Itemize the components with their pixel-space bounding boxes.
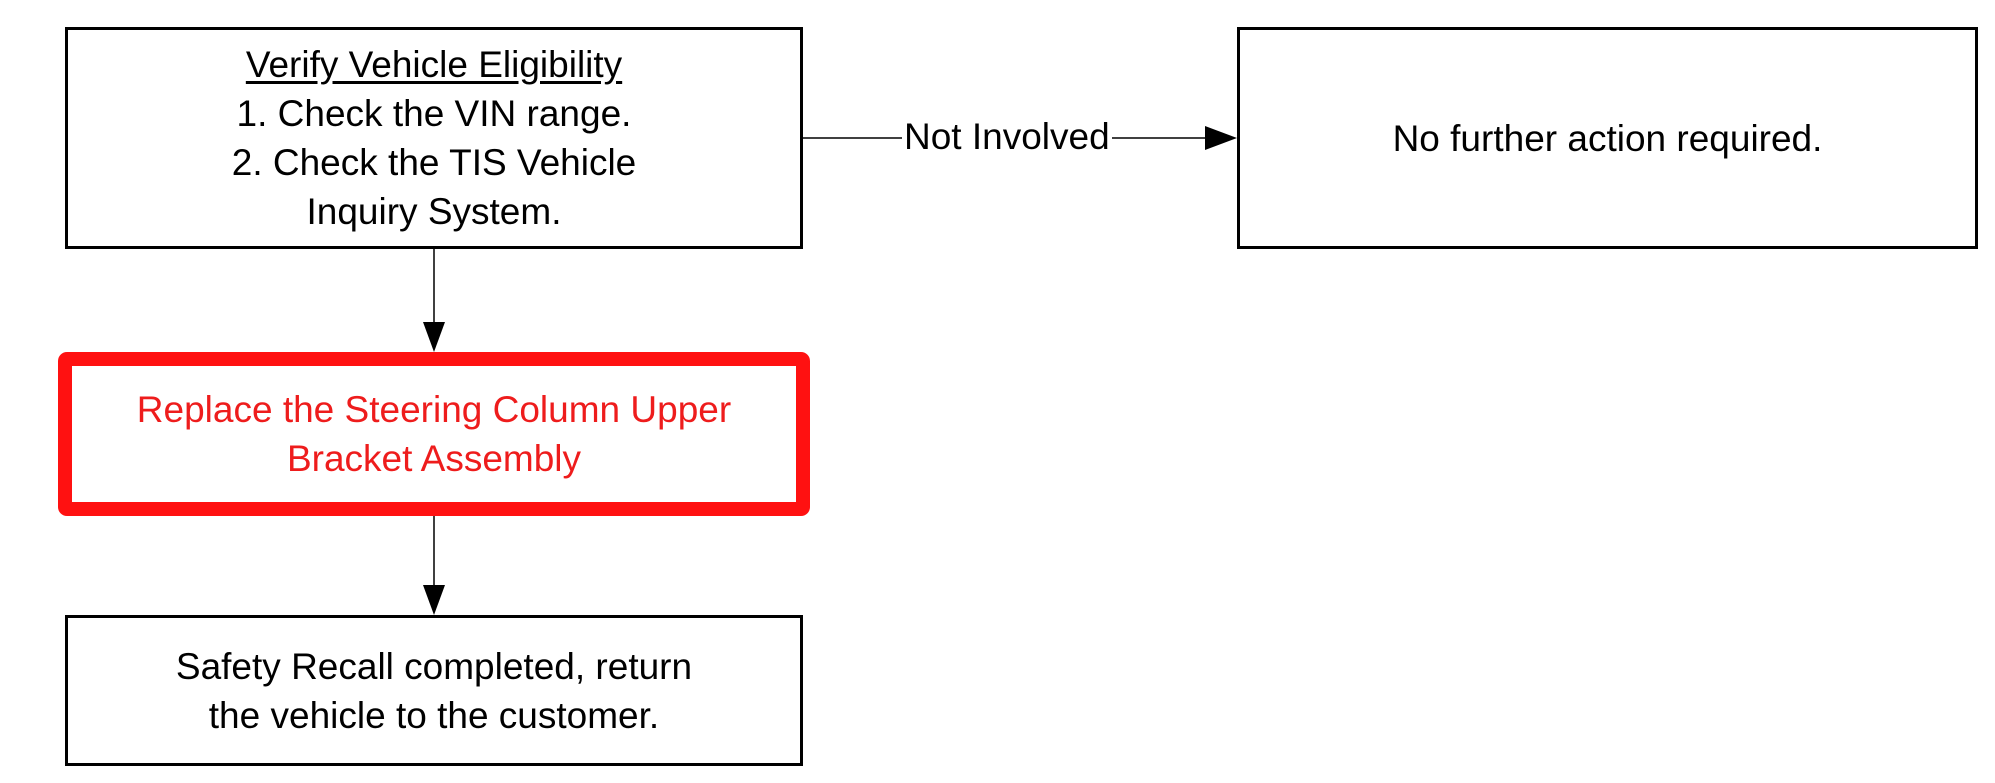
replace-line-2: Bracket Assembly — [286, 438, 582, 479]
verify-step-2-line-1: 2. Check the TIS Vehicle — [231, 142, 637, 183]
arrowhead-right — [1205, 126, 1237, 150]
no-further-action-text: No further action required. — [1392, 117, 1823, 159]
arrowhead-down — [423, 585, 445, 615]
complete-line-1: Safety Recall completed, return — [175, 645, 693, 687]
complete-line-2: the vehicle to the customer. — [208, 694, 660, 736]
verify-step-2-line-2: Inquiry System. — [306, 191, 562, 232]
replace-bracket-box: Replace the Steering Column Upper Bracke… — [58, 352, 810, 516]
recall-completed-box: Safety Recall completed, return the vehi… — [65, 615, 803, 766]
not-involved-label: Not Involved — [902, 110, 1112, 164]
no-further-action-box: No further action required. — [1237, 27, 1978, 249]
verify-title: Verify Vehicle Eligibility — [245, 44, 623, 85]
verify-eligibility-box: Verify Vehicle Eligibility 1. Check the … — [65, 27, 803, 249]
verify-step-1: 1. Check the VIN range. — [236, 93, 632, 134]
arrowhead-down — [423, 322, 445, 352]
replace-line-1: Replace the Steering Column Upper — [136, 389, 732, 430]
